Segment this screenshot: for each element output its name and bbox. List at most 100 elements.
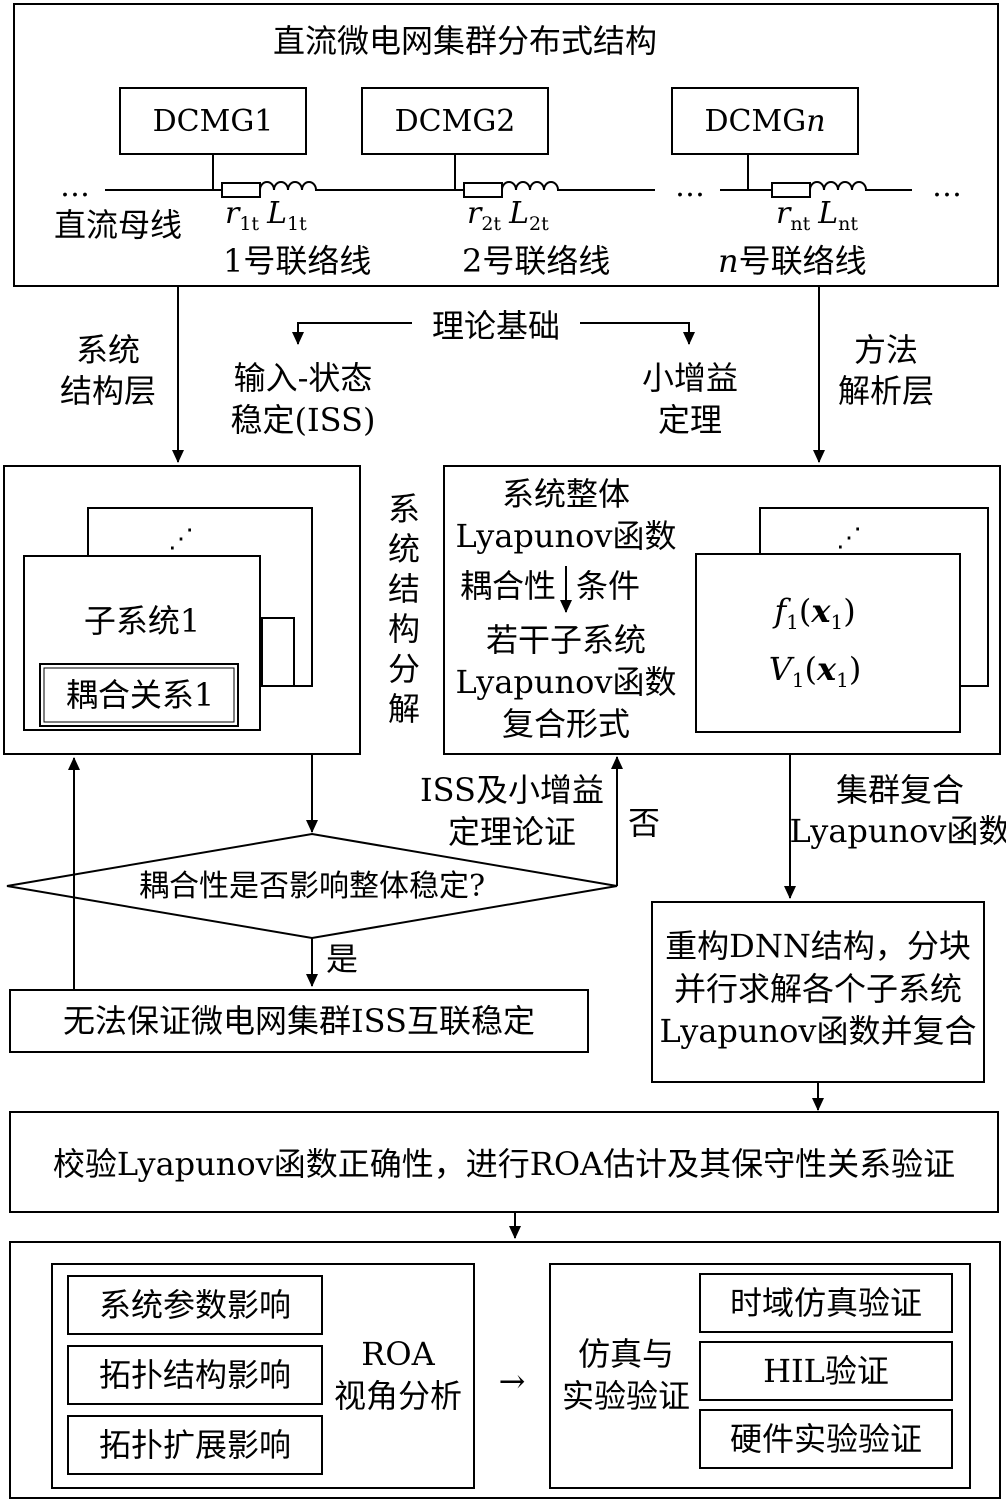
subsystem-stack-ellipsis: ⋰ — [168, 524, 194, 554]
vertical-char: 解 — [388, 690, 420, 728]
factor-params-label: 系统参数影响 — [99, 1286, 291, 1324]
function-f1: f1(x1) — [772, 592, 855, 634]
structure-decomposition-label: 系 统 结 构 分 解 — [388, 490, 420, 728]
top-structure-section: 直流微电网集群分布式结构 DCMG1 DCMG2 DCMGn … … … — [13, 3, 999, 287]
function-v1: V1(x1) — [769, 650, 862, 692]
cluster-lyapunov-label-1: 集群复合 — [836, 771, 964, 809]
resistor-icon — [463, 182, 503, 198]
structure-layer-label-2: 结构层 — [60, 372, 156, 410]
iss-label-2: 稳定(ISS) — [231, 401, 376, 439]
dnn-label-3: Lyapunov函数并复合 — [660, 1012, 977, 1050]
bus-ellipsis-right: … — [932, 169, 962, 204]
verify-section: 校验Lyapunov函数正确性，进行ROA估计及其保守性关系验证 — [9, 1111, 999, 1239]
small-gain-label-1: 小增益 — [642, 359, 738, 397]
validation-hardware-label: 硬件实验验证 — [730, 1420, 922, 1458]
dc-bus-label: 直流母线 — [54, 206, 182, 244]
lyapunov-panel: 系统整体 Lyapunov函数 耦合性 条件 若干子系统 Lyapunov函数 … — [443, 465, 1001, 755]
function-card — [695, 553, 961, 733]
whole-lyapunov-label-1: 系统整体 — [502, 475, 630, 513]
bus-ellipsis-mid: … — [675, 169, 705, 204]
vertical-char: 构 — [388, 610, 420, 648]
factor-topology-label: 拓扑结构影响 — [99, 1356, 291, 1394]
vertical-char: 分 — [388, 650, 420, 688]
proof-label-2: 定理论证 — [448, 813, 576, 851]
dcmgn-box — [671, 87, 859, 155]
decision-label: 耦合性是否影响整体稳定? — [139, 869, 485, 904]
coupling-1-label: 耦合关系1 — [66, 676, 214, 714]
tie-line-n-rl — [771, 181, 867, 198]
function-stack-ellipsis: ⋰ — [836, 523, 862, 553]
coupling-1-box — [39, 663, 239, 727]
sub-lyapunov-label-2: Lyapunov函数 — [456, 663, 677, 701]
unstable-result-box — [9, 989, 589, 1053]
whole-lyapunov-label-2: Lyapunov函数 — [456, 517, 677, 555]
vertical-char: 统 — [388, 530, 420, 568]
arrow-theory-iss — [292, 322, 412, 345]
roa-label-1: ROA — [361, 1335, 435, 1373]
roa-label-2: 视角分析 — [334, 1377, 462, 1415]
inductor-icon — [259, 181, 317, 191]
validation-time-label: 时域仿真验证 — [730, 1284, 922, 1322]
vertical-char: 结 — [388, 570, 420, 608]
tie-line-2-label: 2号联络线 — [462, 242, 610, 280]
cluster-lyapunov-label-2: Lyapunov函数 — [790, 812, 1006, 850]
arrow-right-icon: → — [499, 1362, 526, 1400]
validation-box-hardware — [699, 1409, 953, 1469]
analysis-section: 系统参数影响 拓扑结构影响 拓扑扩展影响 ROA 视角分析 → 仿真与 实验验证… — [9, 1241, 1001, 1499]
no-label: 否 — [628, 804, 660, 842]
sub-lyapunov-label-3: 复合形式 — [502, 705, 630, 743]
dcmg2-box — [361, 87, 549, 155]
inductor-icon — [501, 181, 559, 191]
dnn-label-1: 重构DNN结构，分块 — [665, 927, 971, 965]
theory-section: 系统 结构层 理论基础 输入-状态 稳定(ISS) 小增益 定理 方法 解析层 — [60, 286, 934, 463]
yes-label: 是 — [326, 940, 358, 978]
structure-layer-label-1: 系统 — [76, 331, 140, 369]
factor-box-expansion — [67, 1415, 323, 1475]
dcmg1-box — [119, 87, 307, 155]
tie-line-2-rl — [463, 181, 559, 198]
sim-label-1: 仿真与 — [578, 1335, 674, 1373]
decision-flow: 耦合性是否影响整体稳定? ISS及小增益 定理论证 否 是 无法保证微电网集群I… — [6, 754, 660, 1053]
tie-line-n-label: n号联络线 — [718, 242, 867, 280]
subsystem-1-label: 子系统1 — [84, 602, 200, 640]
validation-hil-label: HIL验证 — [763, 1352, 889, 1390]
iss-label-1: 输入-状态 — [234, 359, 373, 397]
factor-box-topology — [67, 1345, 323, 1405]
dnn-label-2: 并行求解各个子系统 — [674, 970, 962, 1008]
method-layer-label-1: 方法 — [854, 331, 918, 369]
validation-box-time — [699, 1273, 953, 1333]
validation-box-hil — [699, 1341, 953, 1401]
tie-line-1-rl — [221, 181, 317, 198]
factor-expansion-label: 拓扑扩展影响 — [99, 1426, 291, 1464]
bus-ellipsis-left: … — [60, 169, 90, 204]
subsystem-stack-edge — [261, 617, 295, 687]
dcmg2-label: DCMG2 — [395, 104, 516, 139]
verify-box — [9, 1111, 999, 1213]
inductor-icon — [809, 181, 867, 191]
resistor-icon — [221, 182, 261, 198]
sub-lyapunov-label-1: 若干子系统 — [486, 621, 646, 659]
top-title: 直流微电网集群分布式结构 — [273, 22, 657, 60]
proof-label-1: ISS及小增益 — [420, 771, 604, 809]
subsystem-panel: ⋰ 子系统1 耦合关系1 — [3, 465, 361, 755]
coupling-label: 耦合性 — [460, 567, 556, 605]
verify-label: 校验Lyapunov函数正确性，进行ROA估计及其保守性关系验证 — [53, 1145, 955, 1183]
condition-label: 条件 — [576, 567, 640, 605]
sim-label-2: 实验验证 — [562, 1377, 690, 1415]
dnn-box — [651, 901, 985, 1083]
tie-line-1-label: 1号联络线 — [223, 242, 371, 280]
dnn-flow: 集群复合 Lyapunov函数 重构DNN结构，分块 并行求解各个子系统 Lya… — [651, 754, 1006, 1111]
unstable-result-label: 无法保证微电网集群ISS互联稳定 — [63, 1002, 535, 1040]
arrow-theory-gain — [580, 322, 695, 345]
vertical-char: 系 — [388, 490, 420, 528]
dcmg1-label: DCMG1 — [153, 104, 274, 139]
factor-box-params — [67, 1275, 323, 1335]
small-gain-label-2: 定理 — [658, 401, 722, 439]
resistor-icon — [771, 182, 811, 198]
dcmgn-label: DCMGn — [704, 104, 825, 139]
method-layer-label-2: 解析层 — [838, 372, 934, 410]
